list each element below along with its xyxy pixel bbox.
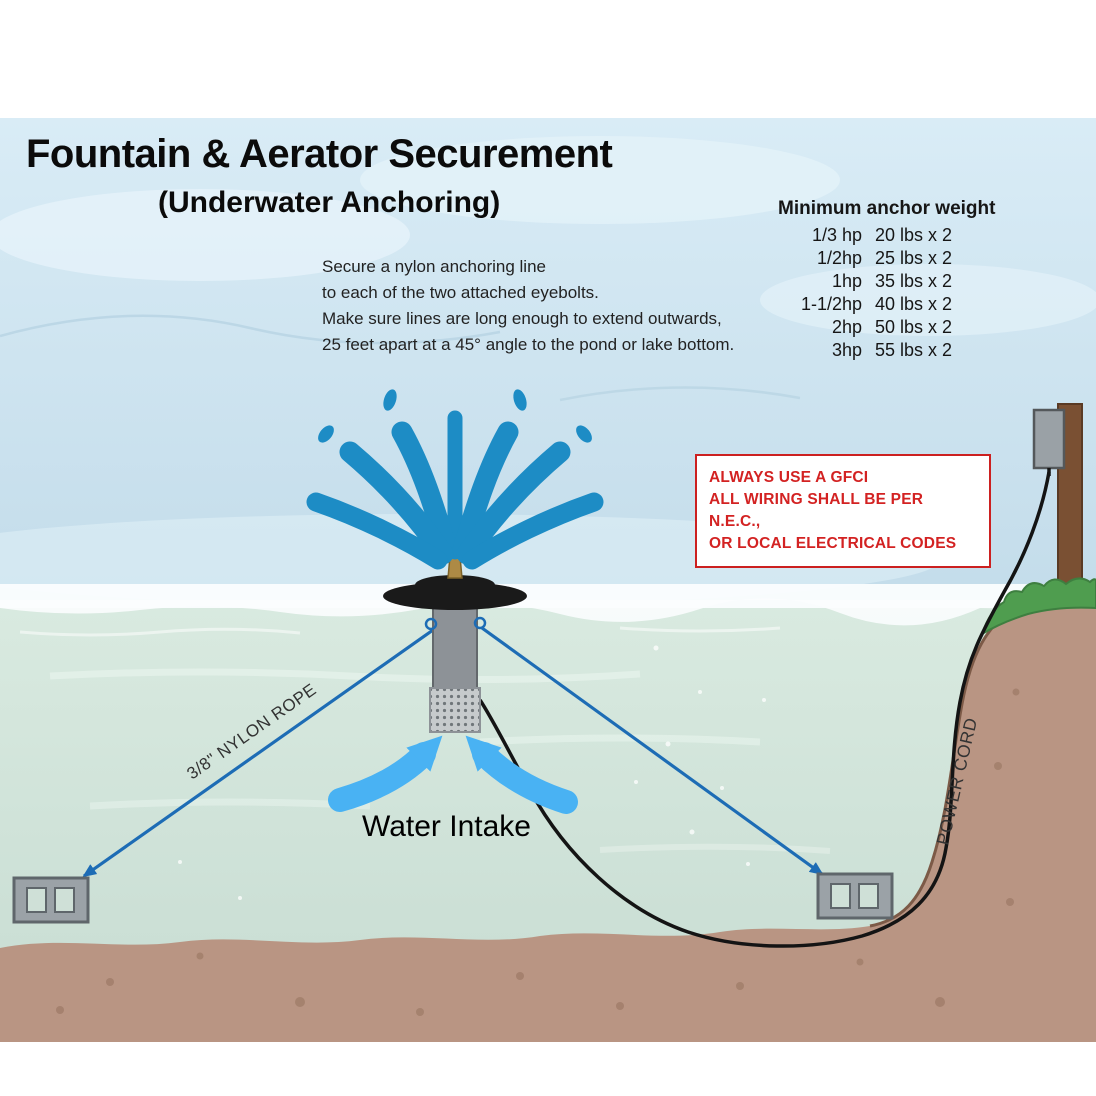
anchor-hp: 1/2hp	[816, 248, 862, 268]
intake-arrow-right	[465, 735, 578, 814]
motor-body	[432, 599, 478, 693]
water-intake-label: Water Intake	[362, 810, 531, 843]
warning-line: OR LOCAL ELECTRICAL CODES	[709, 535, 957, 552]
anchor-weight: 50 lbs x 2	[875, 317, 953, 337]
water-intake-arrows	[328, 735, 578, 814]
instructions: Secure a nylon anchoring line to each of…	[322, 254, 734, 358]
anchor-weight: 55 lbs x 2	[875, 340, 953, 360]
anchor-weight-table: Minimum anchor weight 1/3 hp 20 lbs x 2 …	[770, 198, 995, 362]
anchor-table-row: 2hp 50 lbs x 2	[770, 316, 995, 339]
anchor-table-title: Minimum anchor weight	[778, 198, 996, 219]
anchor-ropes	[82, 626, 824, 878]
cloud	[0, 189, 410, 281]
intake-screen	[429, 687, 481, 733]
eyebolt-left	[424, 617, 438, 631]
anchor-table-row: 1-1/2hp 40 lbs x 2	[770, 293, 995, 316]
anchor-weight: 35 lbs x 2	[875, 271, 953, 291]
power-cord	[478, 471, 1051, 948]
anchor-block-left	[12, 876, 90, 924]
anchor-block-right	[816, 872, 894, 920]
anchor-table-row: 1/3 hp 20 lbs x 2	[770, 224, 995, 247]
electrical-box	[1032, 408, 1066, 476]
anchor-weight: 20 lbs x 2	[875, 225, 953, 245]
anchor-hp: 1/3 hp	[811, 225, 862, 245]
eyebolt-right	[473, 616, 487, 630]
bubbles	[178, 645, 766, 900]
cloud	[760, 264, 1096, 336]
page-subtitle: (Underwater Anchoring)	[158, 186, 501, 219]
instructions-line: Make sure lines are long enough to exten…	[322, 309, 722, 328]
cloud	[360, 136, 840, 224]
rope-left	[82, 628, 434, 878]
instructions-line: Secure a nylon anchoring line	[322, 257, 546, 276]
anchor-hp: 1-1/2hp	[800, 294, 862, 314]
warning-line: ALL WIRING SHALL BE PER N.E.C.,	[709, 491, 924, 530]
anchor-table-row: 1/2hp 25 lbs x 2	[770, 247, 995, 270]
anchor-table-row: 3hp 55 lbs x 2	[770, 339, 995, 362]
spray-droplets	[318, 389, 592, 443]
anchor-hp: 2hp	[831, 317, 862, 337]
grass	[980, 577, 1096, 637]
anchor-table-row: 1hp 35 lbs x 2	[770, 270, 995, 293]
page-title: Fountain & Aerator Securement	[26, 132, 613, 176]
water-surface	[0, 584, 1096, 637]
sediment-dots	[56, 688, 1020, 1016]
intake-arrow-left	[328, 735, 443, 812]
anchor-hp: 1hp	[831, 271, 862, 291]
hill-outline	[559, 386, 801, 402]
anchor-weight: 25 lbs x 2	[875, 248, 953, 268]
gfci-warning-box: ALWAYS USE A GFCI ALL WIRING SHALL BE PE…	[695, 454, 991, 568]
instructions-line: 25 feet apart at a 45° angle to the pond…	[322, 335, 735, 354]
warning-line: ALWAYS USE A GFCI	[709, 469, 869, 486]
hill-outline	[0, 314, 501, 345]
anchor-hp: 3hp	[831, 340, 862, 360]
rope-right	[481, 626, 824, 876]
aerator-unit	[383, 523, 527, 733]
anchor-weight: 40 lbs x 2	[875, 294, 953, 314]
fountain-spray	[306, 389, 595, 560]
instructions-line: to each of the two attached eyebolts.	[322, 283, 599, 302]
